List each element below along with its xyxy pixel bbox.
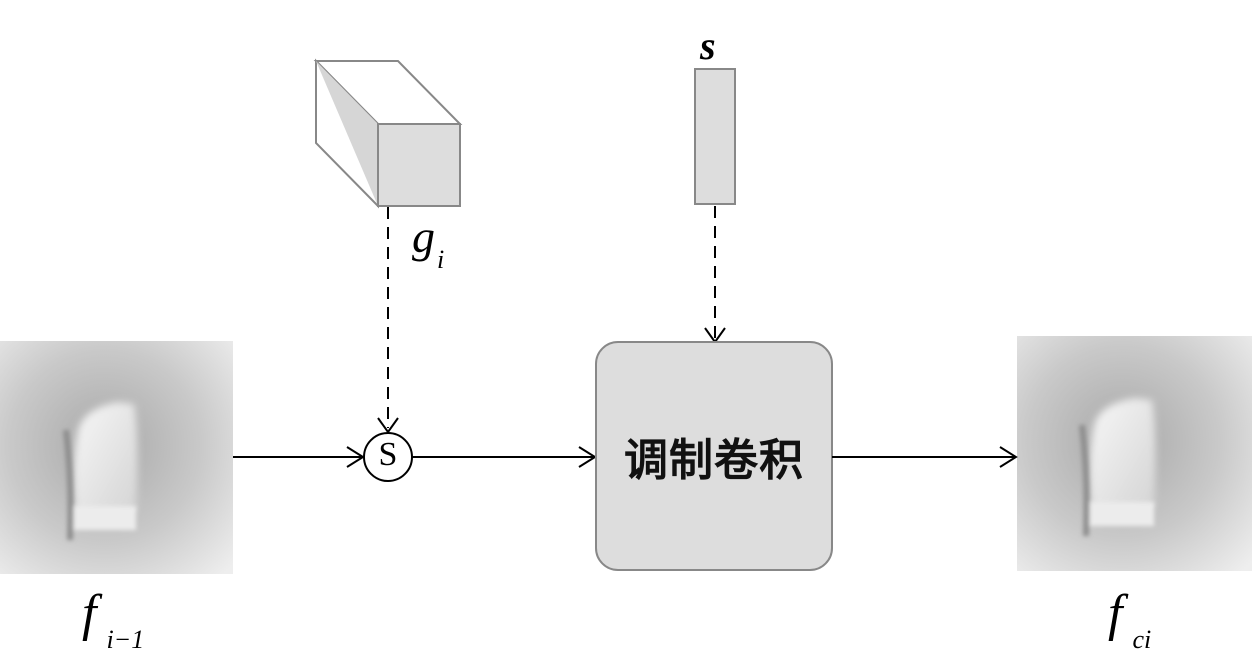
output-feature-map: [1017, 336, 1252, 571]
fusion-op-label: S: [378, 436, 398, 473]
style-vector-label: s: [700, 23, 716, 68]
guidance-tensor-box: [313, 58, 463, 209]
guidance-subscript: i: [437, 245, 445, 274]
guidance-symbol: g: [412, 211, 435, 262]
output-feature-subscript: ci: [1132, 625, 1152, 654]
input-feature-map: [0, 341, 233, 574]
arrow-fusion-to-module: [412, 446, 597, 468]
input-feature-subscript: i−1: [106, 625, 145, 654]
dashed-arrow-style: [704, 206, 726, 344]
input-feature-label: f i−1: [82, 585, 144, 653]
input-feature-symbol: f: [82, 585, 97, 642]
dashed-arrow-guidance: [377, 207, 399, 434]
style-vector-bar: [694, 68, 736, 205]
output-feature-symbol: f: [1108, 585, 1123, 642]
arrow-module-to-output: [832, 446, 1018, 468]
guidance-tensor-label: gi: [412, 211, 444, 273]
module-label: 调制卷积: [624, 435, 804, 486]
arrow-input-to-fusion: [233, 446, 365, 468]
